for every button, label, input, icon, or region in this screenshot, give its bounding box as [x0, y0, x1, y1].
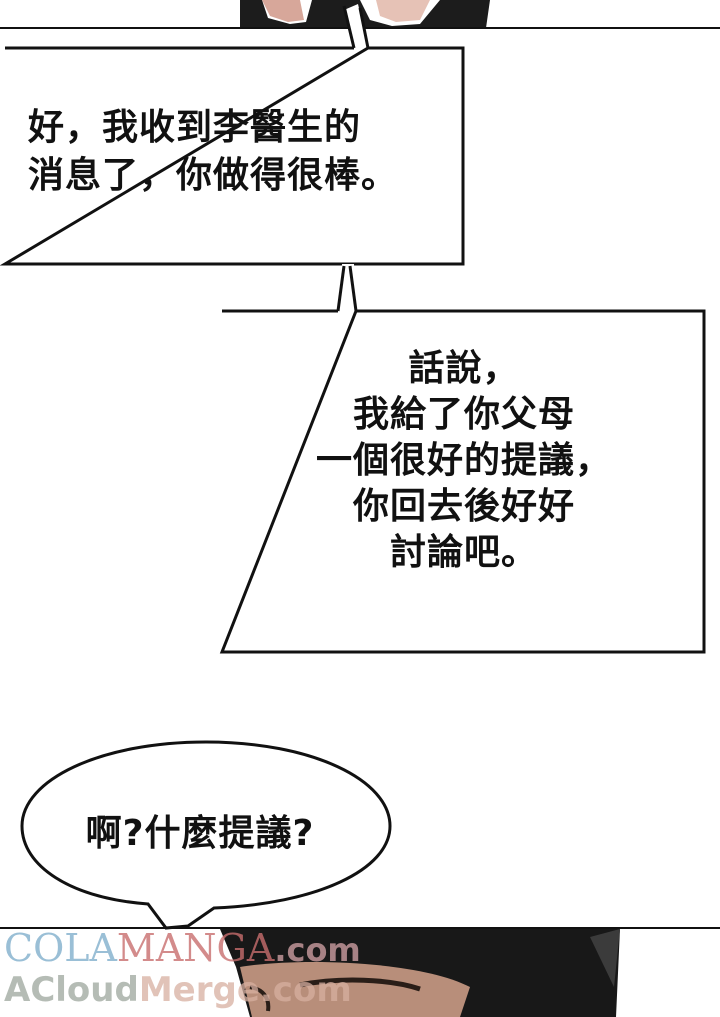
watermark-cola: COLA — [4, 926, 117, 970]
caption-box-top — [0, 4, 465, 266]
comic-panel-bottom — [0, 927, 720, 1017]
watermark-acloud: ACloud — [4, 970, 139, 1010]
caption-text-middle: 話說， 我給了你父母 一個很好的提議， 你回去後好好 討論吧。 — [315, 348, 612, 573]
speech-text-oval: 啊?什麼提議? — [85, 813, 315, 854]
watermark-dotcom: .com — [274, 931, 361, 969]
watermark-manga: MANGA — [116, 926, 275, 970]
watermark-line-2: ACloudMerge.com — [4, 970, 352, 1010]
caption-box-middle — [219, 264, 706, 654]
caption-text-top: 好，我收到李醫生的 消息了，你做得很棒。 — [28, 107, 399, 196]
watermark: COLAMANGA.com ACloudMerge.com — [4, 926, 424, 1016]
speech-bubble-oval — [20, 740, 392, 930]
watermark-merge: Merge.com — [138, 970, 352, 1010]
panel-bottom-art — [0, 927, 720, 1017]
watermark-line-1: COLAMANGA.com — [4, 926, 361, 972]
